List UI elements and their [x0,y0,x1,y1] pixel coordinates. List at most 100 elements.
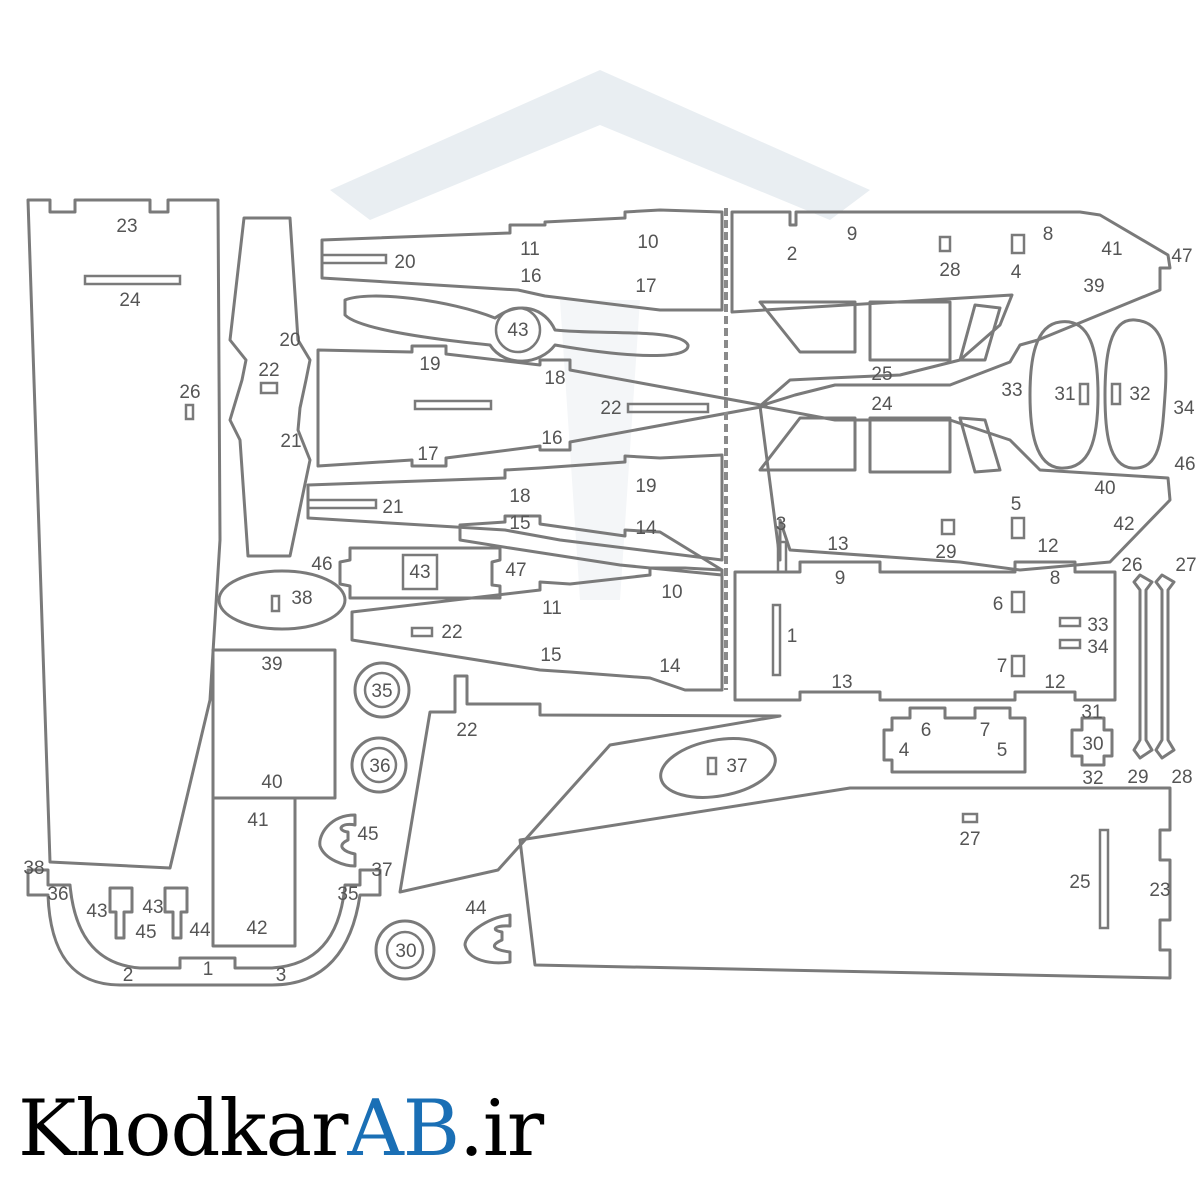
part-number-label: 16 [520,266,541,287]
part-number-label: 34 [1087,637,1109,658]
part-oval-37 [659,737,777,799]
part-number-label: 13 [827,534,848,555]
part-number-label: 6 [993,594,1004,615]
ring-36 [360,746,398,784]
part-number-label: 15 [540,645,561,666]
part-number-label: 40 [1094,478,1115,499]
part-number-label: 46 [311,554,332,575]
part-number-label: 1 [787,626,798,647]
part-number-label: 14 [635,518,657,539]
part-number-label: 5 [997,740,1008,761]
slot-31 [1078,382,1090,406]
slot-37 [706,756,718,776]
part-number-label: 33 [1087,615,1108,636]
part-number-label: 43 [86,901,107,922]
part-number-label: 27 [1175,555,1196,576]
part-number-label: 4 [899,740,910,761]
part-number-label: 11 [542,598,562,619]
part-number-label: 23 [1149,880,1170,901]
slot-29 [940,518,956,536]
part-number-label: 19 [635,476,656,497]
part-circle-36 [350,736,408,794]
part-propeller [343,294,690,363]
part-panel-right [518,786,1172,980]
part-number-label: 25 [1069,872,1090,893]
part-number-label: 44 [189,920,211,941]
slot-25 [1098,828,1110,930]
part-number-label: 39 [1083,276,1104,297]
part-tab-43-right [163,886,189,940]
part-number-label: 43 [507,320,528,341]
part-strip-21-18 [306,453,724,562]
part-number-label: 31 [1054,384,1075,405]
part-number-label: 15 [509,513,530,534]
part-number-label: 41 [247,810,268,831]
slot-28 [938,235,952,253]
part-number-label: 9 [847,224,858,245]
part-base-arch [26,868,382,987]
part-number-label: 4 [1011,262,1022,283]
slot-5 [1010,516,1026,540]
part-number-label: 42 [1113,514,1134,535]
part-number-label: 14 [659,656,681,677]
window-5 [868,416,952,474]
part-panel-mid [733,560,1117,702]
part-lobe-32 [1103,318,1168,470]
part-number-label: 33 [1001,380,1022,401]
window-3 [958,303,1002,362]
window-4 [758,416,857,472]
part-slant-22 [398,674,782,894]
part-number-label: 20 [394,252,415,273]
brand-logo: KhodkarAB.ir [18,1090,544,1168]
slot-21 [306,498,378,510]
part-rail-27-28 [1154,573,1176,760]
part-number-label: 43 [409,562,430,583]
part-number-label: 32 [1082,768,1103,789]
part-number-label: 7 [997,656,1008,677]
part-number-label: 47 [1171,246,1192,267]
part-number-label: 26 [179,382,200,403]
window-6 [958,416,1002,474]
part-frame-bottom [758,404,1172,572]
part-rail-26-29 [1132,573,1154,760]
slot-side-a [413,399,493,411]
slot-22-wedge [410,626,434,638]
part-number-label: 16 [541,428,562,449]
part-number-label: 35 [371,681,392,702]
part-number-label: 5 [1011,494,1022,515]
part-number-label: 18 [509,486,530,507]
part-number-label: 36 [47,884,68,905]
window-1 [758,300,857,354]
part-circle-35 [353,661,411,719]
slot-4-top [1010,233,1026,255]
part-number-label: 24 [119,290,141,311]
part-number-label: 45 [357,824,378,845]
part-number-label: 47 [505,560,526,581]
part-number-label: 21 [280,431,301,452]
slot-22-fin [259,381,279,395]
part-number-label: 38 [23,858,44,879]
part-number-label: 37 [726,756,747,777]
slot-26 [184,403,195,421]
part-bracket-4-5 [882,706,1027,774]
part-strip-15-14 [458,514,724,577]
slot-7 [1010,654,1026,678]
part-number-label: 22 [600,398,621,419]
slot-27 [961,812,979,824]
part-number-label: 43 [142,897,163,918]
part-number-label: 20 [279,330,300,351]
part-number-label: 38 [291,588,312,609]
slot-33 [1058,616,1082,628]
part-number-label: 41 [1101,239,1122,260]
part-number-label: 24 [871,394,893,415]
part-hook-44 [463,913,512,965]
part-number-label: 22 [456,720,477,741]
part-number-label: 7 [980,720,991,741]
part-number-label: 17 [417,444,438,465]
part-number-label: 22 [441,622,462,643]
part-number-label: 3 [276,965,287,986]
part-number-label: 27 [959,829,980,850]
part-number-label: 25 [871,364,892,385]
